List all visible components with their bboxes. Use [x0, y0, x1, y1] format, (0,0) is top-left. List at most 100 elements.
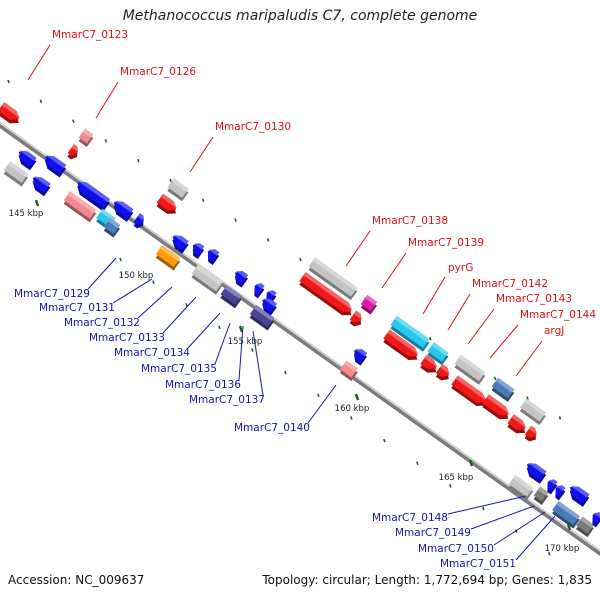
label-top: MmarC7_0139 — [408, 237, 484, 249]
label-top: MmarC7_0143 — [496, 293, 572, 305]
track-dot — [482, 506, 485, 511]
label-top: MmarC7_0126 — [120, 66, 196, 78]
gene-top — [33, 176, 51, 188]
label-bottom-leader — [112, 278, 153, 304]
accession-text: Accession: NC_009637 — [8, 573, 145, 587]
gene-top — [394, 315, 430, 343]
scale-label: 165 kbp — [439, 473, 474, 483]
gene-body — [340, 360, 358, 378]
gene-top — [528, 425, 537, 435]
gene-arrow — [299, 272, 353, 316]
gene-top — [495, 377, 515, 393]
label-bottom-leader — [493, 511, 546, 546]
track-dot — [428, 337, 432, 341]
scale-tick — [468, 459, 474, 467]
track-dot — [39, 99, 43, 104]
gene-body — [427, 342, 449, 362]
gene-top — [424, 354, 438, 368]
gene-arrow — [167, 178, 189, 202]
track-dot — [234, 218, 237, 222]
label-bottom-leader — [515, 515, 556, 561]
gene-arrow — [547, 479, 558, 495]
label-bottom-leader — [447, 495, 527, 515]
gene-MmarC7_0126 — [67, 144, 79, 160]
track-dot — [526, 396, 529, 400]
label-top-leader — [467, 308, 495, 345]
gene-body — [155, 245, 181, 267]
label-bottom: MmarC7_0148 — [372, 512, 448, 524]
track-dot — [152, 280, 155, 284]
track-dot — [284, 370, 287, 375]
gene-top — [171, 178, 189, 193]
gene-MmarC7_0136 — [220, 285, 242, 309]
gene-arrow — [435, 364, 450, 381]
gene-top — [1, 102, 20, 119]
gene-top — [82, 128, 94, 138]
gene-body — [77, 182, 110, 208]
label-bottom: MmarC7_0132 — [64, 317, 140, 329]
label-top-leader — [489, 324, 519, 359]
gene-top — [45, 155, 67, 169]
gene-top — [224, 285, 242, 300]
gene-top — [524, 398, 546, 416]
gene-top — [455, 375, 487, 401]
gene-top — [267, 290, 277, 297]
gene-arrow — [508, 475, 534, 501]
label-top: MmarC7_0123 — [52, 29, 128, 41]
gene-body — [420, 354, 437, 370]
label-bottom: MmarC7_0149 — [395, 527, 471, 539]
label-top: MmarC7_0138 — [372, 215, 448, 227]
track-dot — [299, 257, 302, 262]
label-bottom: MmarC7_0136 — [165, 379, 241, 391]
gene-body — [156, 193, 177, 211]
gene-arrow — [192, 243, 205, 259]
gene-body — [482, 394, 509, 416]
gene-arrow — [44, 155, 67, 178]
gene-arrow — [569, 485, 590, 507]
track-dot — [218, 325, 221, 330]
gene-body — [0, 102, 19, 120]
track-dot — [416, 461, 419, 465]
gene-body — [63, 191, 97, 219]
gene-MmarC7_0137 — [249, 305, 275, 331]
label-bottom: MmarC7_0129 — [14, 288, 90, 300]
label-bottom-leader — [307, 384, 337, 424]
gene-body — [552, 500, 580, 526]
gene-MmarC7_0130 — [156, 193, 178, 214]
label-bottom-leader — [162, 296, 197, 334]
gene-arrow — [18, 150, 37, 171]
scale-tick — [238, 325, 244, 333]
label-top: MmarC7_0144 — [520, 309, 596, 321]
gene-arrow — [63, 191, 97, 223]
label-bottom: MmarC7_0131 — [39, 302, 115, 314]
gene-top — [173, 235, 189, 245]
gene-body — [3, 161, 29, 183]
gene-arrow — [427, 342, 449, 366]
gene-arrow — [451, 375, 487, 407]
gene-body — [383, 329, 418, 357]
label-top-leader — [27, 44, 51, 81]
gene-arrow — [78, 128, 94, 147]
label-top-leader — [447, 293, 471, 331]
gene-top — [593, 512, 600, 519]
gene-body — [45, 156, 67, 174]
label-bottom: MmarC7_0135 — [141, 363, 217, 375]
track-dot — [169, 178, 172, 183]
label-bottom: MmarC7_0134 — [114, 347, 190, 359]
label-bottom-leader — [470, 505, 535, 530]
gene-arrow — [32, 176, 51, 197]
track-dot — [137, 158, 140, 163]
track-dot — [383, 438, 386, 443]
gene-MmarC7_0144 — [482, 394, 510, 420]
gene-body — [576, 516, 594, 534]
gene-body — [508, 475, 534, 497]
gene-top — [570, 485, 590, 498]
label-top-leader — [381, 252, 407, 289]
gene-top — [303, 272, 353, 311]
track-dot — [547, 552, 551, 556]
gene-top — [159, 245, 181, 262]
label-top-leader — [189, 136, 214, 173]
gene-top — [263, 298, 277, 307]
gene-top — [344, 360, 358, 372]
